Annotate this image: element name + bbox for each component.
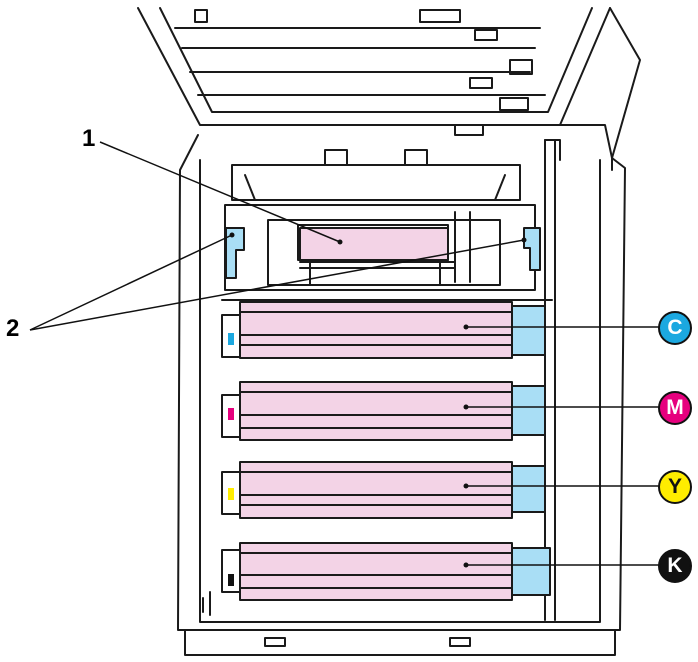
callout-2-label: 2 bbox=[6, 315, 20, 342]
image-drum-k bbox=[221, 542, 551, 601]
fuser-housing bbox=[221, 149, 553, 301]
blue-levers bbox=[225, 227, 541, 279]
badge-magenta: M bbox=[658, 391, 692, 425]
image-drum-m bbox=[221, 381, 546, 441]
badge-black: K bbox=[658, 549, 692, 583]
leader-lines bbox=[29, 141, 660, 568]
printer-chassis bbox=[177, 134, 626, 656]
badge-yellow: Y bbox=[658, 470, 692, 504]
image-drum-c bbox=[221, 301, 546, 359]
badge-black-letter: K bbox=[667, 554, 683, 577]
badge-yellow-letter: Y bbox=[667, 475, 682, 498]
image-drum-y bbox=[221, 461, 546, 519]
badge-magenta-letter: M bbox=[666, 396, 684, 419]
badge-cyan: C bbox=[658, 311, 692, 345]
callout-1-label: 1 bbox=[82, 125, 96, 152]
badge-cyan-letter: C bbox=[667, 316, 683, 339]
top-cover bbox=[137, 7, 641, 171]
